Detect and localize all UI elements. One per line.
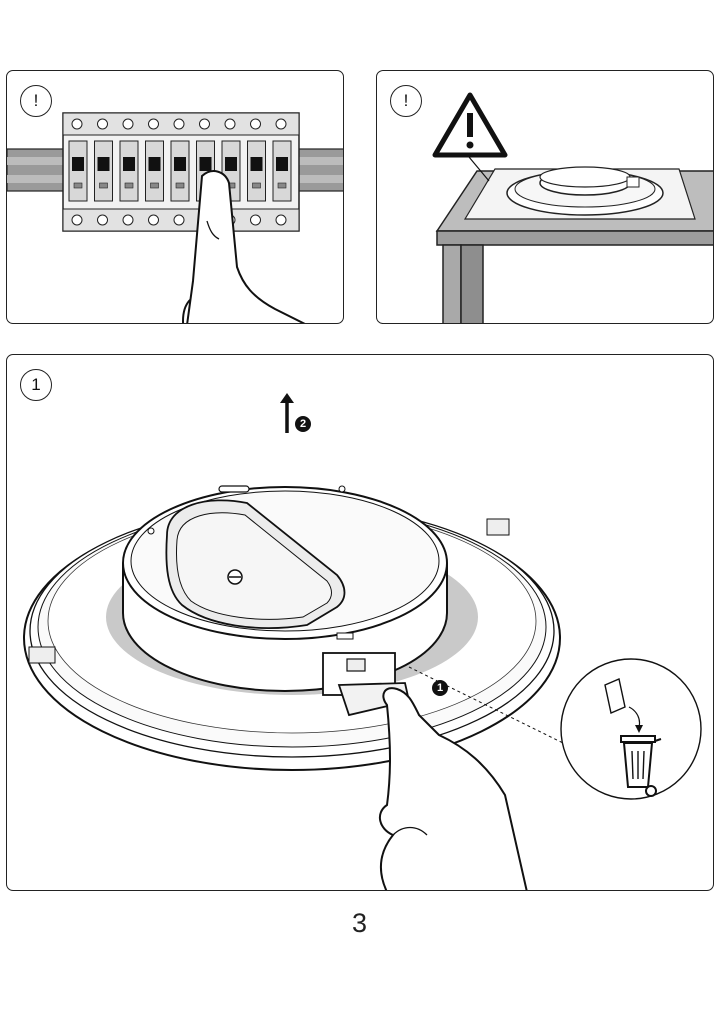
page-number: 3 xyxy=(351,908,368,938)
fixture-illustration xyxy=(23,393,702,890)
recycle-bin-icon xyxy=(604,678,662,797)
table-panel: ! xyxy=(376,70,714,324)
step1-panel: 1 xyxy=(6,354,714,891)
sequence-marker-2: 2 xyxy=(295,416,311,432)
breaker-illustration xyxy=(7,112,343,323)
arrow-up-icon xyxy=(280,393,294,433)
off-label: OFF xyxy=(65,316,162,324)
warning-icon xyxy=(432,92,508,158)
breaker-panel: ! OFF xyxy=(6,70,344,324)
table-illustration xyxy=(435,156,713,323)
caution-badge: ! xyxy=(20,85,52,117)
step-badge: 1 xyxy=(20,369,52,401)
card-icon xyxy=(604,678,626,714)
sequence-marker-1: 1 xyxy=(432,680,448,696)
caution-badge: ! xyxy=(390,85,422,117)
